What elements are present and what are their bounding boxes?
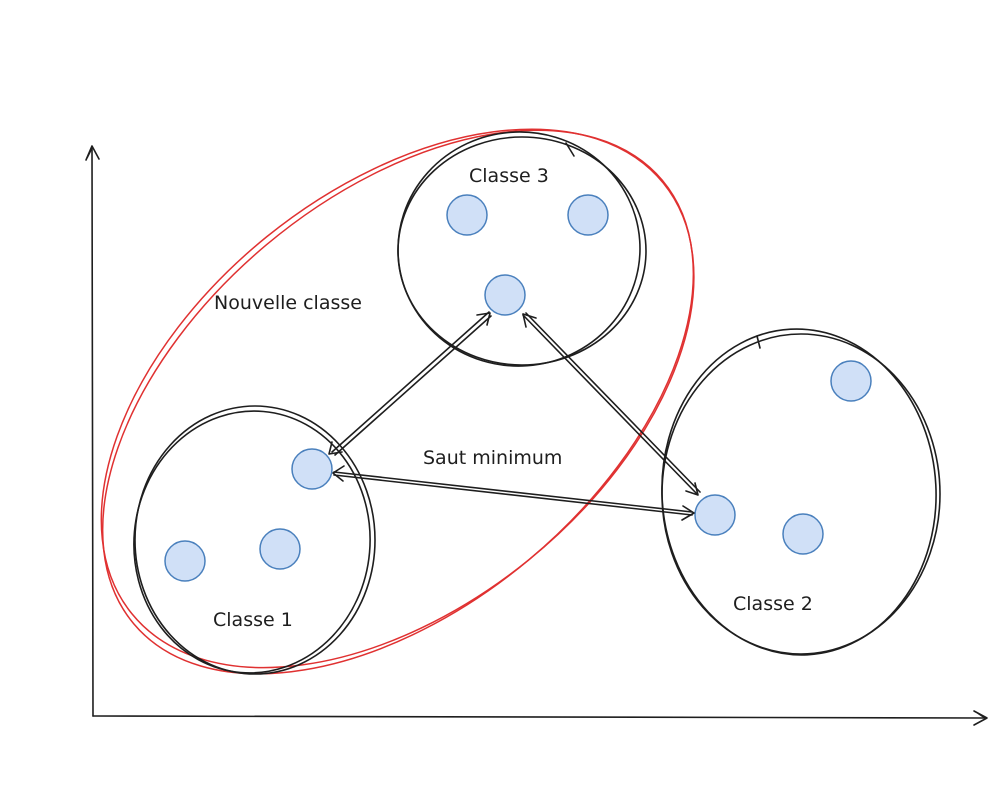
data-point (164, 540, 206, 582)
data-point (446, 194, 488, 236)
class-2-label: Classe 2 (733, 593, 813, 615)
x-axis-arrowhead (973, 710, 988, 726)
data-point (484, 274, 526, 316)
data-points (164, 194, 872, 582)
data-point (694, 494, 736, 536)
cluster-2-outline (661, 328, 941, 656)
new-class-label: Nouvelle classe (214, 292, 362, 314)
class-1-label: Classe 1 (213, 609, 293, 631)
cluster-3-outline (397, 131, 647, 367)
data-point (830, 360, 872, 402)
merged-cluster-outline (100, 128, 695, 675)
data-point (291, 448, 333, 490)
axes (85, 145, 988, 726)
cluster-1-outline (133, 405, 376, 675)
link-arrows (328, 311, 701, 521)
y-axis (91, 147, 94, 717)
data-point (259, 528, 301, 570)
y-axis-arrowhead (85, 145, 100, 161)
data-point (567, 194, 609, 236)
class-3-label: Classe 3 (469, 165, 549, 187)
data-point (782, 513, 824, 555)
x-axis (92, 715, 985, 719)
min-jump-label: Saut minimum (423, 447, 562, 469)
